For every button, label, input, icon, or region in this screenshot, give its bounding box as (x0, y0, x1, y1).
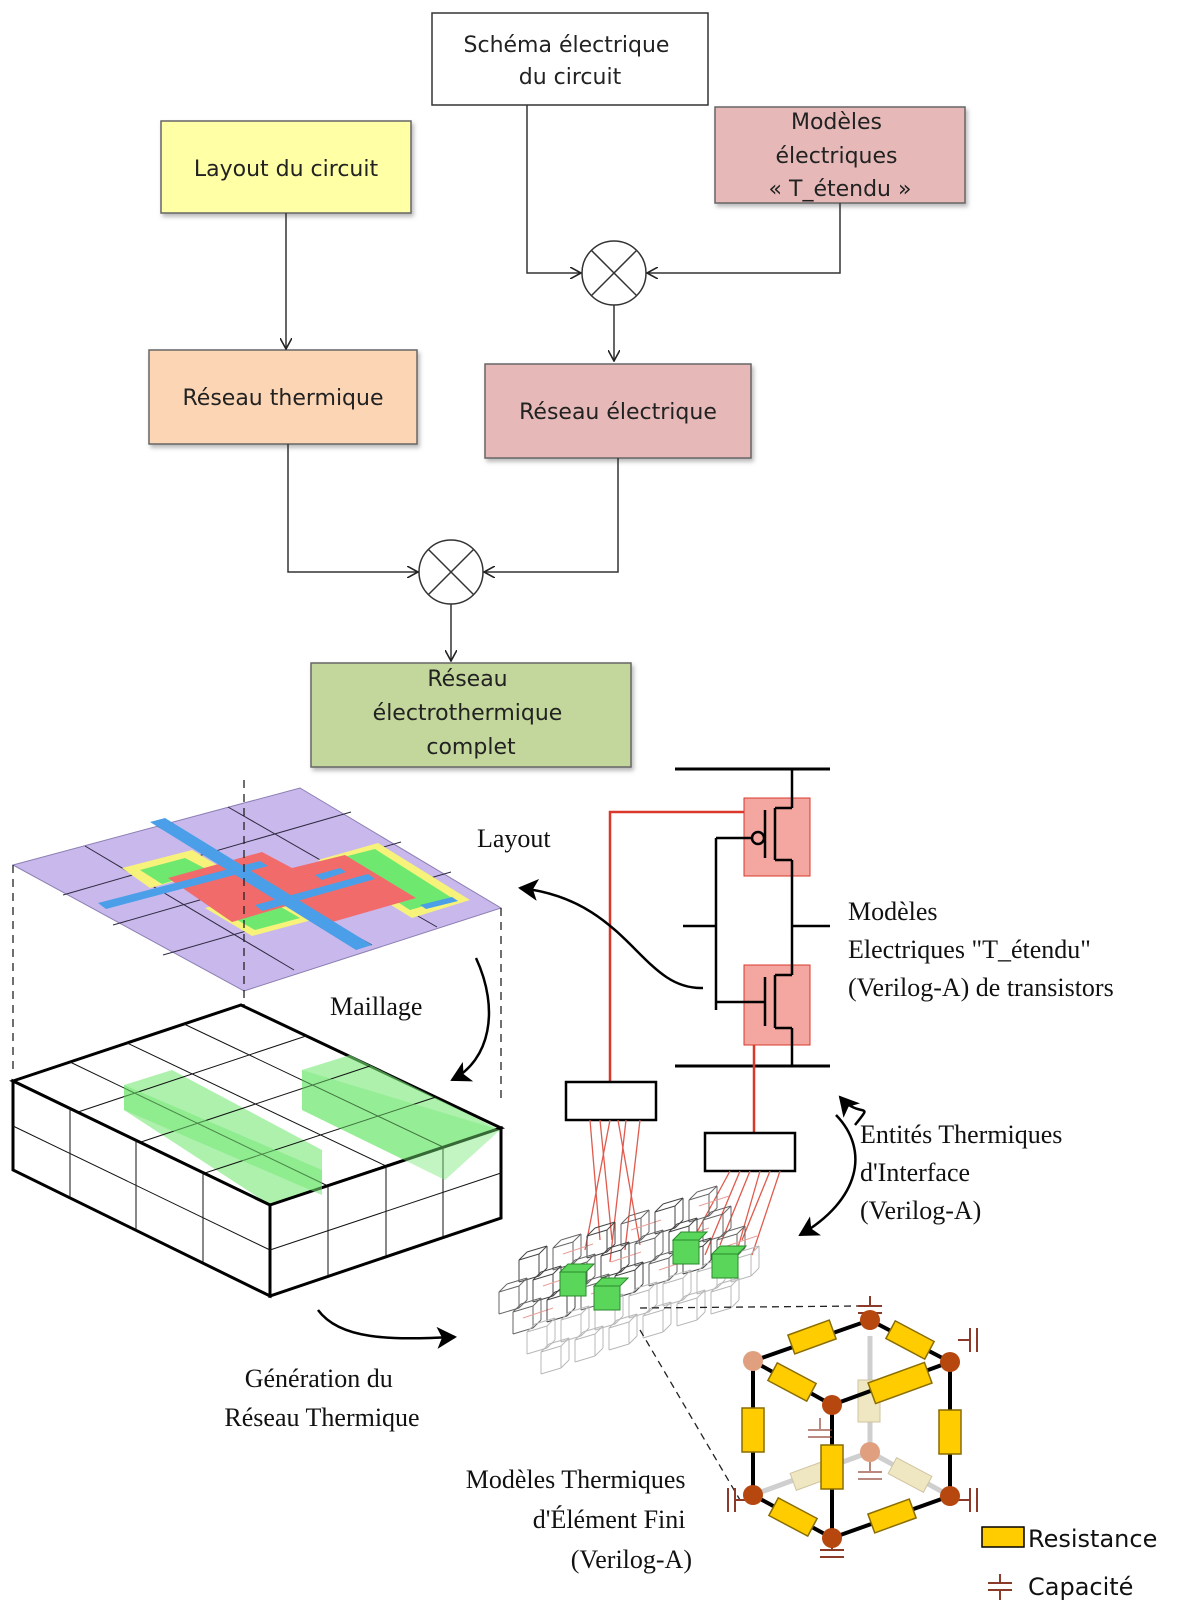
flowchart-connectors (286, 105, 841, 660)
nodes (743, 1310, 960, 1548)
label-maillage: Maillage (330, 992, 422, 1021)
fan-wires (584, 1119, 781, 1263)
layout-circuit-label: Layout du circuit (194, 157, 379, 182)
unit-cell-zoom (639, 1296, 978, 1558)
reseau-electrique-box: Réseau électrique (484, 363, 752, 459)
modeles-line-2: électriques (776, 144, 898, 169)
legend-resistor-swatch (981, 1526, 1025, 1548)
mesh-cube (540, 1337, 570, 1375)
combine-node-electrothermal (418, 539, 484, 605)
arrow-maillage (450, 957, 491, 1082)
modeles-elec-line-2: Electriques "T_étendu" (848, 935, 1091, 964)
schema-line-2: du circuit (519, 65, 622, 90)
interface-entity-2 (703, 1131, 797, 1173)
modeles-therm-line-2: d'Élément Fini (533, 1505, 686, 1534)
layout-circuit-box: Layout du circuit (160, 120, 412, 214)
mesh-cube (662, 1269, 692, 1307)
interface-entity-1 (564, 1080, 658, 1122)
mesh-cube (552, 1233, 594, 1271)
modeles-elec-line-1: Modèles (848, 897, 938, 926)
label-entites-thermiques: Entités Thermiques d'Interface (Verilog-… (860, 1120, 1069, 1225)
arrow-generation (316, 1309, 457, 1349)
arrow-entites-up (838, 1095, 866, 1126)
complet-line-2: électrothermique (373, 701, 563, 726)
generation-line-2: Réseau Thermique (224, 1403, 419, 1432)
complet-line-3: complet (426, 735, 516, 760)
label-modeles-thermiques: Modèles Thermiques d'Élément Fini (Veril… (466, 1465, 692, 1574)
modeles-therm-line-1: Modèles Thermiques (466, 1465, 686, 1494)
highlighted-cubes (558, 1231, 748, 1311)
capacitors (727, 1296, 978, 1558)
pmos-highlight (743, 797, 811, 877)
reseau-complet-box: Réseau électrothermique complet (310, 662, 632, 768)
mesh-cube (574, 1325, 604, 1363)
generation-line-1: Génération du (245, 1364, 393, 1393)
mesh-cube (600, 1241, 642, 1279)
layout-plate (11, 780, 503, 1100)
label-modeles-electriques: Modèles Electriques "T_étendu" (Verilog-… (848, 897, 1114, 1002)
legend-capacitor-symbol (988, 1574, 1012, 1600)
mesh-cube (608, 1313, 638, 1351)
arrow-entites-down (798, 1114, 857, 1237)
modeles-line-1: Modèles (791, 110, 882, 135)
mesh-cube (586, 1221, 616, 1259)
back-resistor-right (887, 1456, 933, 1494)
thermal-network-mesh (498, 1185, 760, 1375)
arrow-electrique-to-combine (485, 458, 619, 572)
schema-line-1: Schéma électrique (464, 33, 670, 58)
mesh-cube (512, 1297, 554, 1335)
arrow-to-layout (518, 879, 704, 990)
schema-electrique-label: Schéma électrique du circuit (464, 33, 677, 90)
mesh-cube (526, 1317, 556, 1355)
mesh-cube (518, 1245, 548, 1283)
nmos-highlight (743, 964, 811, 1046)
combine-node-electrical (581, 240, 647, 306)
modeles-line-3: « T_étendu » (769, 177, 912, 202)
curved-arrows (316, 879, 866, 1349)
entites-line-1: Entités Thermiques (860, 1120, 1062, 1149)
flowchart: Schéma électrique du circuit Layout du c… (148, 12, 966, 768)
legend-resistance-label: Resistance (1028, 1525, 1157, 1553)
mesh-cube (642, 1301, 672, 1339)
transistor-schematic (564, 767, 830, 1263)
mesh-side-grid (12, 1108, 502, 1276)
reseau-thermique-label: Réseau thermique (183, 386, 384, 411)
complet-line-1: Réseau (427, 667, 507, 692)
legend: Resistance Capacité (981, 1525, 1157, 1601)
mesh-cube (620, 1209, 662, 1247)
mesh-cube (702, 1205, 732, 1243)
illustration-labels: Layout Maillage Modèles Electriques "T_é… (224, 824, 1113, 1574)
arrow-schema-to-combine (526, 105, 580, 273)
thermal-interface-wires (608, 810, 756, 1133)
label-layout: Layout (477, 824, 551, 853)
reseau-thermique-box: Réseau thermique (148, 349, 418, 445)
entites-line-2: d'Interface (860, 1158, 970, 1187)
modeles-elec-line-3: (Verilog-A) de transistors (848, 973, 1114, 1002)
legend-capacite-label: Capacité (1028, 1573, 1133, 1601)
projection-lines (12, 780, 502, 1100)
modeles-electriques-label: Modèles électriques « T_étendu » (769, 110, 912, 202)
mesh-block (9, 1003, 506, 1299)
entites-line-3: (Verilog-A) (860, 1196, 981, 1225)
arrow-modeles-to-combine (648, 203, 841, 273)
modeles-electriques-box: Modèles électriques « T_étendu » (714, 106, 966, 204)
reseau-electrique-label: Réseau électrique (519, 400, 717, 425)
mesh-cube (710, 1277, 740, 1315)
reseau-complet-label: Réseau électrothermique complet (373, 667, 570, 760)
arrow-thermique-to-combine (287, 444, 417, 572)
schema-electrique-box: Schéma électrique du circuit (431, 12, 709, 106)
label-generation: Génération du Réseau Thermique (224, 1364, 419, 1432)
resistors (741, 1319, 962, 1538)
mesh-cube (560, 1305, 590, 1343)
modeles-therm-line-3: (Verilog-A) (571, 1545, 692, 1574)
